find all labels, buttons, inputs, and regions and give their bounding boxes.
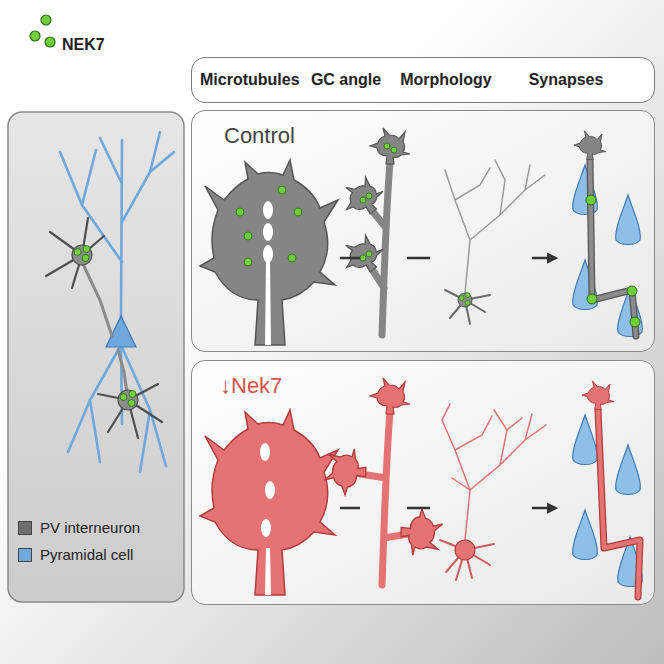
column-heading: Morphology xyxy=(400,71,492,89)
dendrites xyxy=(60,132,174,472)
column-heading: Synapses xyxy=(529,71,604,89)
legend-swatch xyxy=(18,548,32,562)
growth-cone xyxy=(401,509,442,555)
column-heading: Microtubules xyxy=(200,71,300,89)
microtubule xyxy=(265,548,271,595)
axon xyxy=(590,160,636,336)
condition-label: Control xyxy=(224,123,295,149)
microtubules xyxy=(260,443,275,537)
nek7-dots xyxy=(30,15,55,47)
dendrites xyxy=(440,540,494,580)
step-arrow xyxy=(340,507,556,510)
soma xyxy=(458,293,472,307)
legend-swatch xyxy=(18,521,32,535)
dendrites xyxy=(445,290,490,324)
axon-outline xyxy=(598,410,640,597)
condition-label: ↓Nek7 xyxy=(220,373,282,399)
nek7-row xyxy=(200,378,642,597)
pv-axon xyxy=(82,262,128,400)
column-heading: GC angle xyxy=(311,71,381,89)
pyramidal-cell xyxy=(573,510,598,560)
growth-cone xyxy=(324,449,365,495)
growth-cone xyxy=(200,410,338,595)
growth-cone xyxy=(574,131,606,160)
pyramidal-cell xyxy=(616,195,641,245)
pyramidal-cell xyxy=(60,132,174,472)
nek7-dots xyxy=(74,246,136,407)
microtubule xyxy=(265,262,271,345)
pv-soma xyxy=(72,245,138,410)
soma xyxy=(455,540,475,560)
pv-interneurons xyxy=(46,218,162,438)
control-row xyxy=(200,128,642,345)
neuron-axon xyxy=(442,404,546,540)
neuron-axon xyxy=(445,160,545,293)
microtubules xyxy=(263,201,273,263)
left-panel xyxy=(8,112,184,602)
axon-outline xyxy=(590,160,636,336)
nek7-dots xyxy=(459,293,470,306)
protein-label: NEK7 xyxy=(62,36,105,54)
step-arrow xyxy=(340,257,556,260)
condition-panel: ↓Nek7 xyxy=(191,360,655,605)
header-box: Microtubules GC angle Morphology Synapses xyxy=(191,57,655,103)
growth-cone xyxy=(582,381,614,410)
condition-panel: Control xyxy=(191,110,655,352)
pyramidal-cell xyxy=(616,445,641,495)
pv-dendrites xyxy=(46,218,162,438)
legend-text: PV interneuron xyxy=(40,519,140,536)
growth-cone xyxy=(200,160,338,345)
nek7-dots xyxy=(360,143,397,261)
synaptic-bouton xyxy=(586,195,640,327)
legend-text: Pyramidal cell xyxy=(40,546,133,563)
panel-ground xyxy=(191,110,655,352)
axon-shaft xyxy=(360,412,408,585)
axon xyxy=(598,410,640,597)
panel-ground xyxy=(191,360,655,605)
nek7-dots xyxy=(236,186,302,266)
growth-cone xyxy=(370,378,410,414)
pyramidal-cell xyxy=(573,415,598,465)
